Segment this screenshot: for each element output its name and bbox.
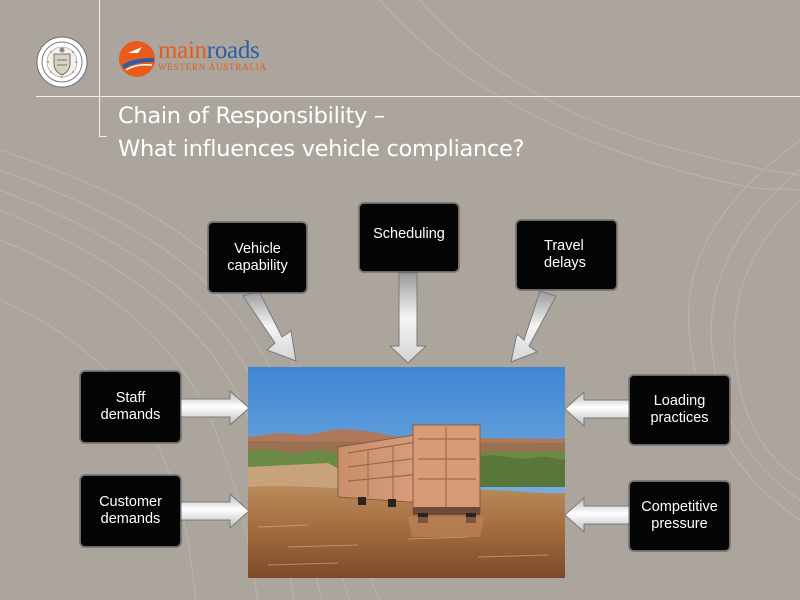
logo-word-main: main xyxy=(158,37,207,64)
factor-scheduling-label: Scheduling xyxy=(373,226,445,242)
government-crest-icon xyxy=(36,36,88,88)
factor-scheduling: Scheduling xyxy=(359,203,459,272)
main-roads-logo: mainroads WESTERN AUSTRALIA xyxy=(118,38,288,78)
logo-subtitle: WESTERN AUSTRALIA xyxy=(158,62,267,72)
factor-staff-demands: Staff demands xyxy=(80,371,181,443)
factor-loading-practices: Loading practices xyxy=(629,375,730,445)
header-vertical-rule xyxy=(99,0,100,137)
slide-title: Chain of Responsibility – What influence… xyxy=(118,100,525,166)
factor-customer-demands-label: Customer demands xyxy=(99,494,162,527)
factor-loading-practices-label: Loading practices xyxy=(650,393,709,426)
factor-travel-delays: Travel delays xyxy=(516,220,617,290)
factor-vehicle-capability: Vehicle capability xyxy=(208,222,307,293)
slide-title-line-2: What influences vehicle compliance? xyxy=(118,136,525,162)
road-train-crossing-river-photo xyxy=(248,367,565,578)
factor-customer-demands: Customer demands xyxy=(80,475,181,547)
title-rule-foot xyxy=(99,136,107,137)
factor-competitive-pressure: Competitive pressure xyxy=(629,481,730,551)
factor-competitive-pressure-label: Competitive pressure xyxy=(641,499,718,532)
factor-travel-delays-label: Travel delays xyxy=(544,238,586,271)
slide-title-line-1: Chain of Responsibility – xyxy=(118,103,385,129)
logo-wordmark: mainroads xyxy=(158,37,260,64)
factor-staff-demands-label: Staff demands xyxy=(100,390,161,423)
header-horizontal-rule xyxy=(36,96,800,97)
logo-word-roads: roads xyxy=(206,37,260,64)
main-roads-swoosh-icon xyxy=(119,41,155,77)
factor-vehicle-capability-label: Vehicle capability xyxy=(227,240,288,274)
